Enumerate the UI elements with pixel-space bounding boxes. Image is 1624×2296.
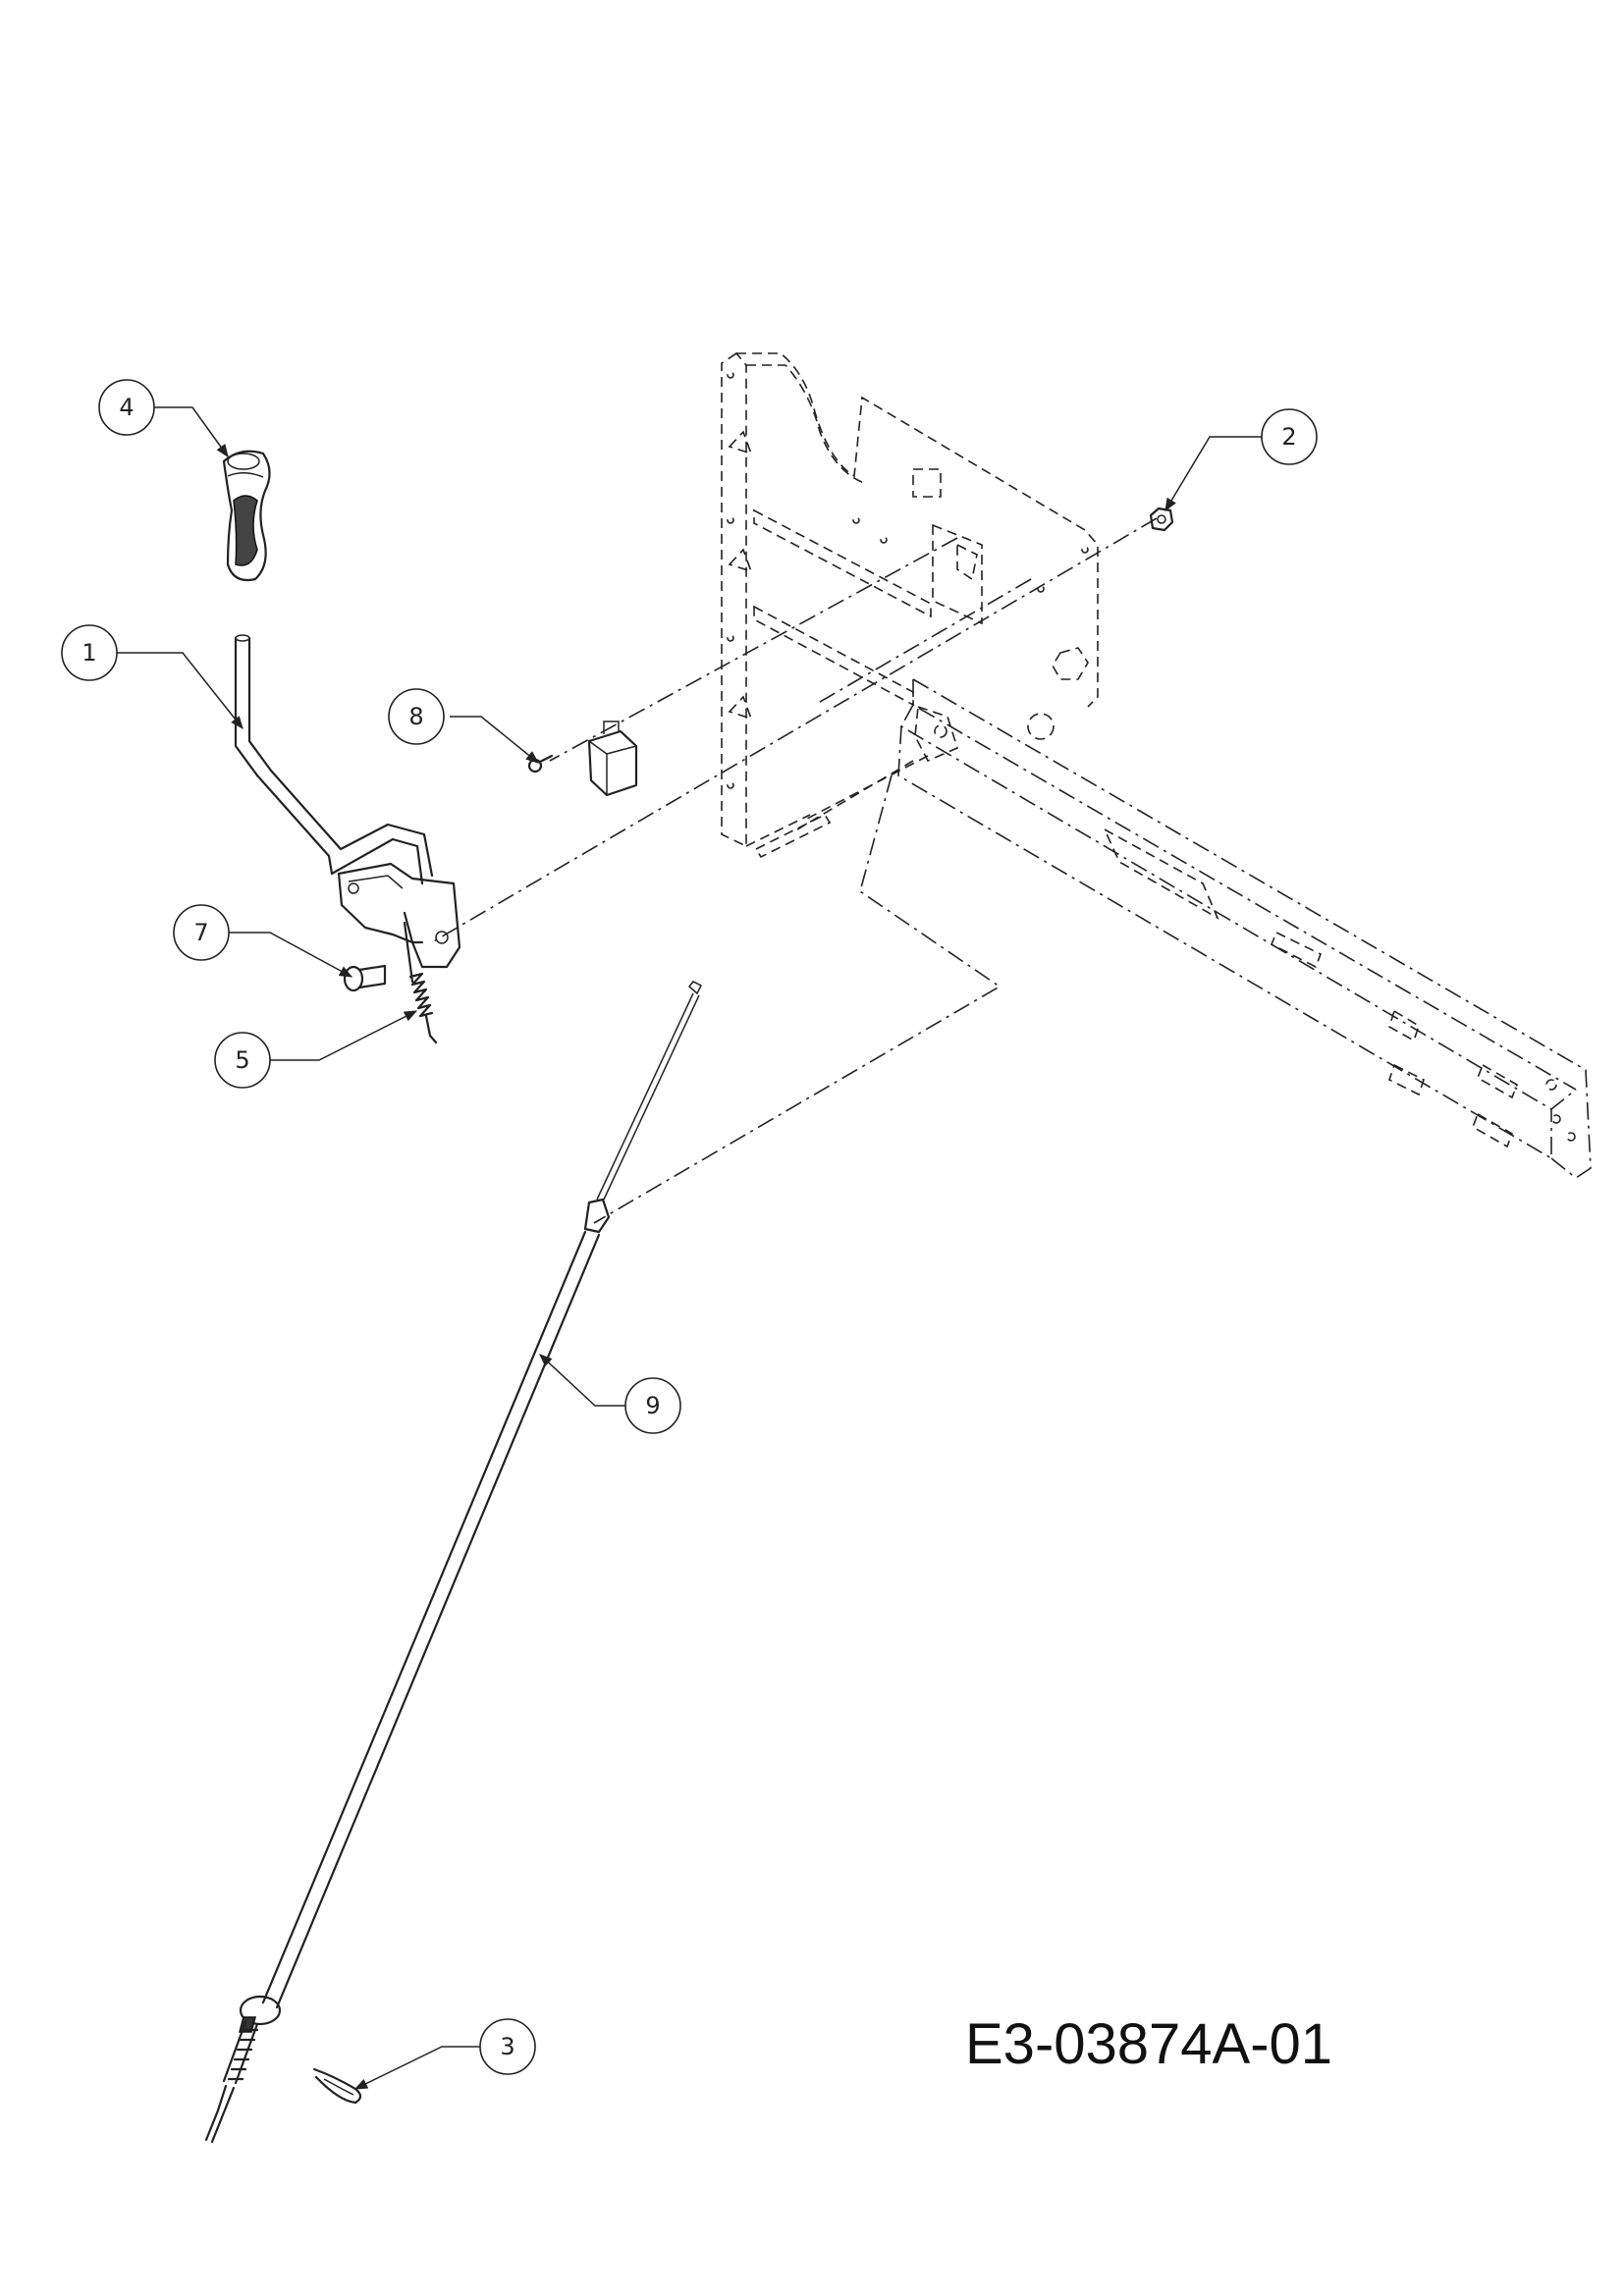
svg-text:1: 1 [81, 639, 96, 667]
switch [587, 721, 638, 797]
assembly-lines [431, 517, 1158, 1224]
callout-5: 5 [214, 1032, 271, 1089]
svg-text:7: 7 [193, 919, 208, 946]
extension-spring [403, 921, 438, 1044]
svg-text:3: 3 [500, 2033, 514, 2060]
callout-1: 1 [61, 624, 118, 681]
svg-text:4: 4 [119, 394, 134, 421]
drawing-code: E3-03874A-01 [965, 2012, 1332, 2076]
callout-2: 2 [1261, 408, 1318, 465]
frame-rail [796, 678, 1592, 1179]
cable [204, 981, 703, 2144]
svg-text:9: 9 [645, 1392, 660, 1419]
handle-grip [222, 450, 271, 582]
lever [234, 634, 461, 969]
callout-9: 9 [624, 1377, 681, 1434]
svg-text:5: 5 [235, 1046, 249, 1074]
hairpin-clip [312, 2067, 362, 2105]
callout-8: 8 [388, 688, 445, 745]
svg-text:2: 2 [1281, 423, 1296, 451]
mounting-plate [721, 351, 1099, 859]
nut [1149, 507, 1174, 532]
svg-text:8: 8 [408, 703, 423, 730]
callout-4: 4 [98, 379, 155, 436]
callout-3: 3 [479, 2018, 536, 2075]
shoulder-bolt [343, 964, 387, 992]
leaders [117, 406, 1262, 2090]
callout-7: 7 [173, 904, 230, 961]
